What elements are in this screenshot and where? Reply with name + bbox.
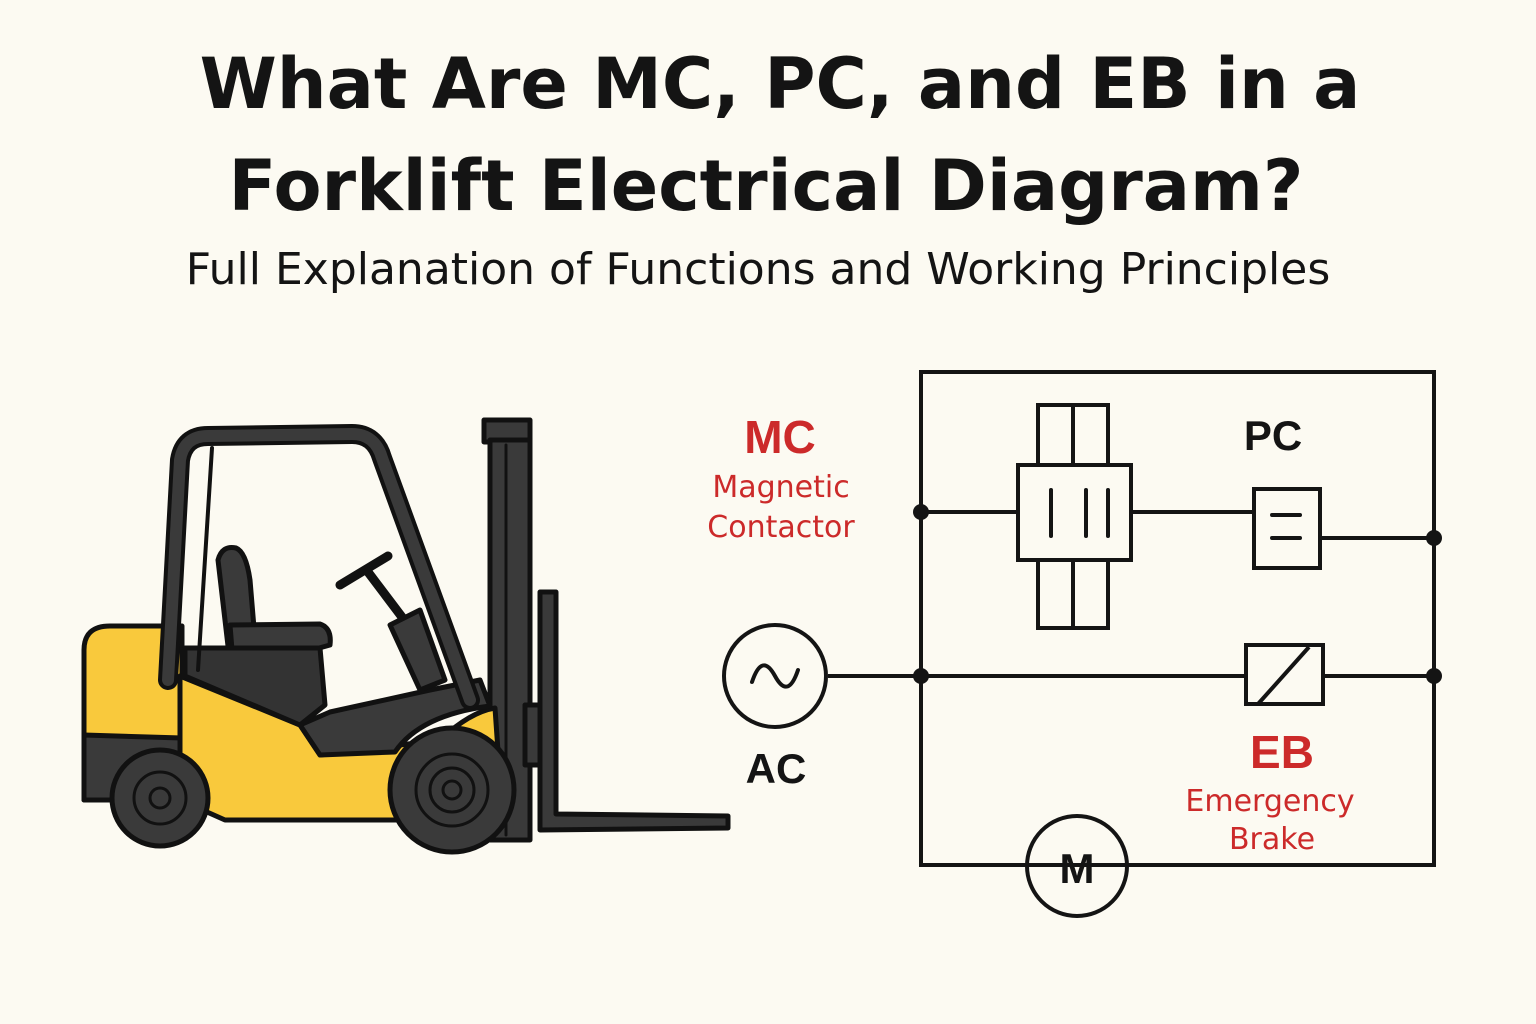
title-line-1: What Are MC, PC, and EB in a: [200, 43, 1361, 125]
junction-node: [913, 668, 929, 684]
junction-node: [1426, 668, 1442, 684]
circuit-outer-loop: [919, 370, 1436, 867]
junction-node: [1426, 530, 1442, 546]
ac-source-symbol: [722, 623, 828, 729]
forklift-rear-wheel: [109, 747, 211, 849]
junction-node: [913, 504, 929, 520]
motor-label: M: [1060, 845, 1095, 892]
pc-symbol: [1252, 487, 1322, 570]
forklift-front-wheel: [387, 725, 517, 855]
forklift-illustration: [81, 417, 731, 855]
forklift-seat: [182, 545, 333, 728]
mc-abbr: MC: [744, 411, 816, 463]
eb-name-line-2: Brake: [1229, 822, 1315, 857]
eb-name-line-1: Emergency: [1185, 784, 1354, 819]
ac-label: AC: [746, 745, 807, 792]
mc-name-line-1: Magnetic: [712, 470, 849, 505]
mc-name-line-2: Contactor: [707, 510, 855, 545]
eb-abbr: EB: [1250, 726, 1314, 778]
motor-symbol: M: [1025, 814, 1129, 918]
subtitle: Full Explanation of Functions and Workin…: [186, 244, 1331, 295]
title-line-2: Forklift Electrical Diagram?: [228, 145, 1303, 227]
pc-abbr: PC: [1244, 412, 1302, 459]
emergency-brake-symbol: [1244, 643, 1325, 706]
circuit-diagram: M: [722, 370, 1442, 918]
magnetic-contactor-symbol: [1016, 403, 1133, 630]
forklift-steering-wheel: [335, 551, 448, 693]
forklift-fork: [537, 589, 731, 833]
